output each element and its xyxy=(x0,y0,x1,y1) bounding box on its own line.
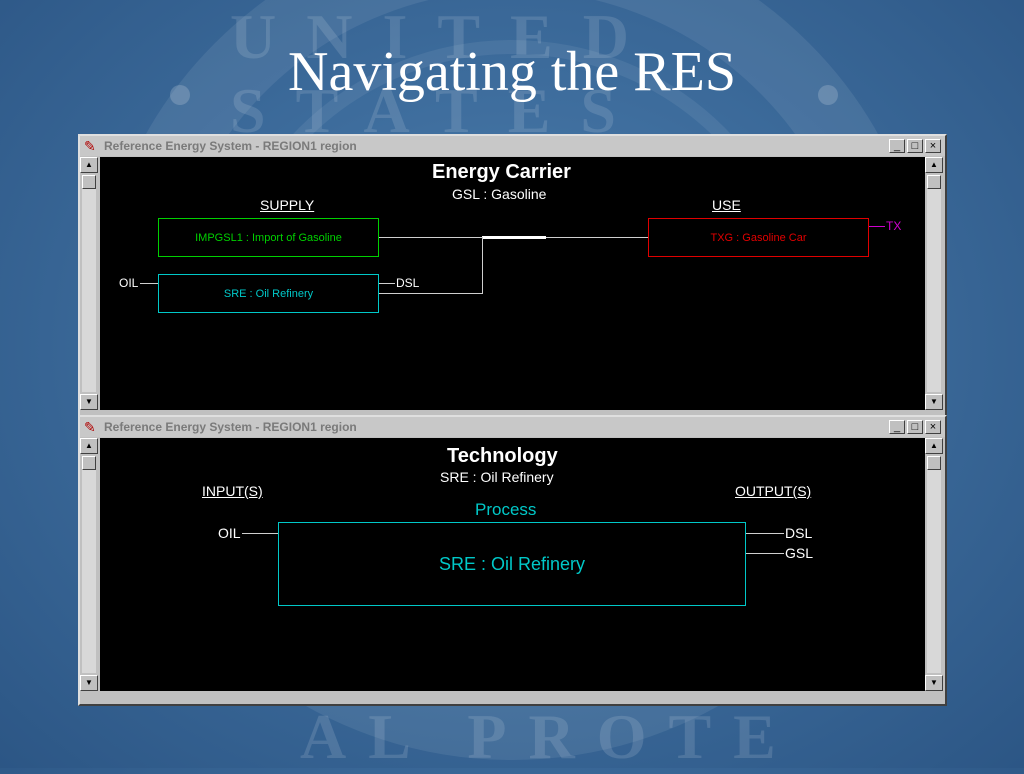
process-label: Process xyxy=(475,500,537,519)
slide-title: Navigating the RES xyxy=(288,41,736,103)
scroll-up-icon[interactable]: ▲ xyxy=(925,438,943,454)
scroll-thumb[interactable] xyxy=(82,456,96,470)
outputs-label: OUTPUT(S) xyxy=(735,483,812,499)
window-titlebar[interactable]: ✎ Reference Energy System - REGION1 regi… xyxy=(80,136,945,156)
input-oil-line xyxy=(140,283,158,284)
scroll-down-icon[interactable]: ▼ xyxy=(925,394,943,410)
scroll-down-icon[interactable]: ▼ xyxy=(80,394,98,410)
scroll-down-icon[interactable]: ▼ xyxy=(925,675,943,691)
seal-dot-left xyxy=(170,85,190,105)
scroll-thumb[interactable] xyxy=(927,456,941,470)
process-box-oil-refinery[interactable]: SRE : Oil Refinery xyxy=(278,522,746,606)
maximize-button[interactable]: □ xyxy=(907,139,923,153)
canvas-subheading: GSL : Gasoline xyxy=(452,186,547,202)
pen-icon: ✎ xyxy=(84,419,96,435)
window-titlebar[interactable]: ✎ Reference Energy System - REGION1 regi… xyxy=(80,417,945,437)
supply-label: SUPPLY xyxy=(260,197,315,213)
scroll-thumb[interactable] xyxy=(927,175,941,189)
output-gsl-label: GSL xyxy=(785,545,814,561)
energy-carrier-canvas: Energy Carrier GSL : Gasoline SUPPLY USE… xyxy=(100,157,925,410)
connector-refinery-vertical xyxy=(482,237,483,294)
window-title: Reference Energy System - REGION1 region xyxy=(104,420,357,434)
scroll-track[interactable] xyxy=(927,175,941,392)
right-scrollbar[interactable]: ▲ ▼ xyxy=(925,157,943,410)
canvas-subheading: SRE : Oil Refinery xyxy=(440,469,554,485)
canvas-heading: Energy Carrier xyxy=(432,161,571,183)
supply-box-import-gasoline[interactable]: IMPGSL1 : Import of Gasoline xyxy=(158,218,379,257)
output-dsl-label: DSL xyxy=(785,525,813,541)
seal-dot-right xyxy=(818,85,838,105)
input-oil-line xyxy=(242,533,278,534)
output-tx-label: TX xyxy=(886,219,902,233)
output-dsl-label: DSL xyxy=(396,276,420,290)
scroll-track[interactable] xyxy=(82,175,96,392)
inputs-label: INPUT(S) xyxy=(202,483,263,499)
scroll-down-icon[interactable]: ▼ xyxy=(80,675,98,691)
input-oil-label: OIL xyxy=(218,525,241,541)
supply-box-oil-refinery[interactable]: SRE : Oil Refinery xyxy=(158,274,379,313)
use-box-gasoline-car[interactable]: TXG : Gasoline Car xyxy=(648,218,869,257)
pen-icon: ✎ xyxy=(84,138,96,154)
input-oil-label: OIL xyxy=(119,276,139,290)
seal-text-bottom: AL PROTE xyxy=(300,701,798,772)
output-dsl-line xyxy=(379,283,395,284)
output-dsl-line xyxy=(746,533,784,534)
scroll-thumb[interactable] xyxy=(82,175,96,189)
scroll-track[interactable] xyxy=(82,456,96,673)
scroll-up-icon[interactable]: ▲ xyxy=(80,157,98,173)
canvas-heading: Technology xyxy=(447,445,558,467)
right-scrollbar[interactable]: ▲ ▼ xyxy=(925,438,943,691)
res-window-energy-carrier: ✎ Reference Energy System - REGION1 regi… xyxy=(78,134,947,425)
window-title: Reference Energy System - REGION1 region xyxy=(104,139,357,153)
minimize-button[interactable]: _ xyxy=(889,139,905,153)
close-button[interactable]: × xyxy=(925,139,941,153)
output-tx-line xyxy=(869,226,885,227)
maximize-button[interactable]: □ xyxy=(907,420,923,434)
connector-refinery-horizontal xyxy=(379,293,483,294)
connector-import-to-bus xyxy=(379,237,484,238)
close-button[interactable]: × xyxy=(925,420,941,434)
minimize-button[interactable]: _ xyxy=(889,420,905,434)
scroll-up-icon[interactable]: ▲ xyxy=(80,438,98,454)
technology-canvas: Technology SRE : Oil Refinery INPUT(S) O… xyxy=(100,438,925,691)
connector-bus-to-use xyxy=(546,237,648,238)
scroll-track[interactable] xyxy=(927,456,941,673)
left-scrollbar[interactable]: ▲ ▼ xyxy=(80,157,98,410)
output-gsl-line xyxy=(746,553,784,554)
left-scrollbar[interactable]: ▲ ▼ xyxy=(80,438,98,691)
res-window-technology: ✎ Reference Energy System - REGION1 regi… xyxy=(78,415,947,706)
use-label: USE xyxy=(712,197,741,213)
energy-carrier-bus xyxy=(482,236,546,239)
scroll-up-icon[interactable]: ▲ xyxy=(925,157,943,173)
